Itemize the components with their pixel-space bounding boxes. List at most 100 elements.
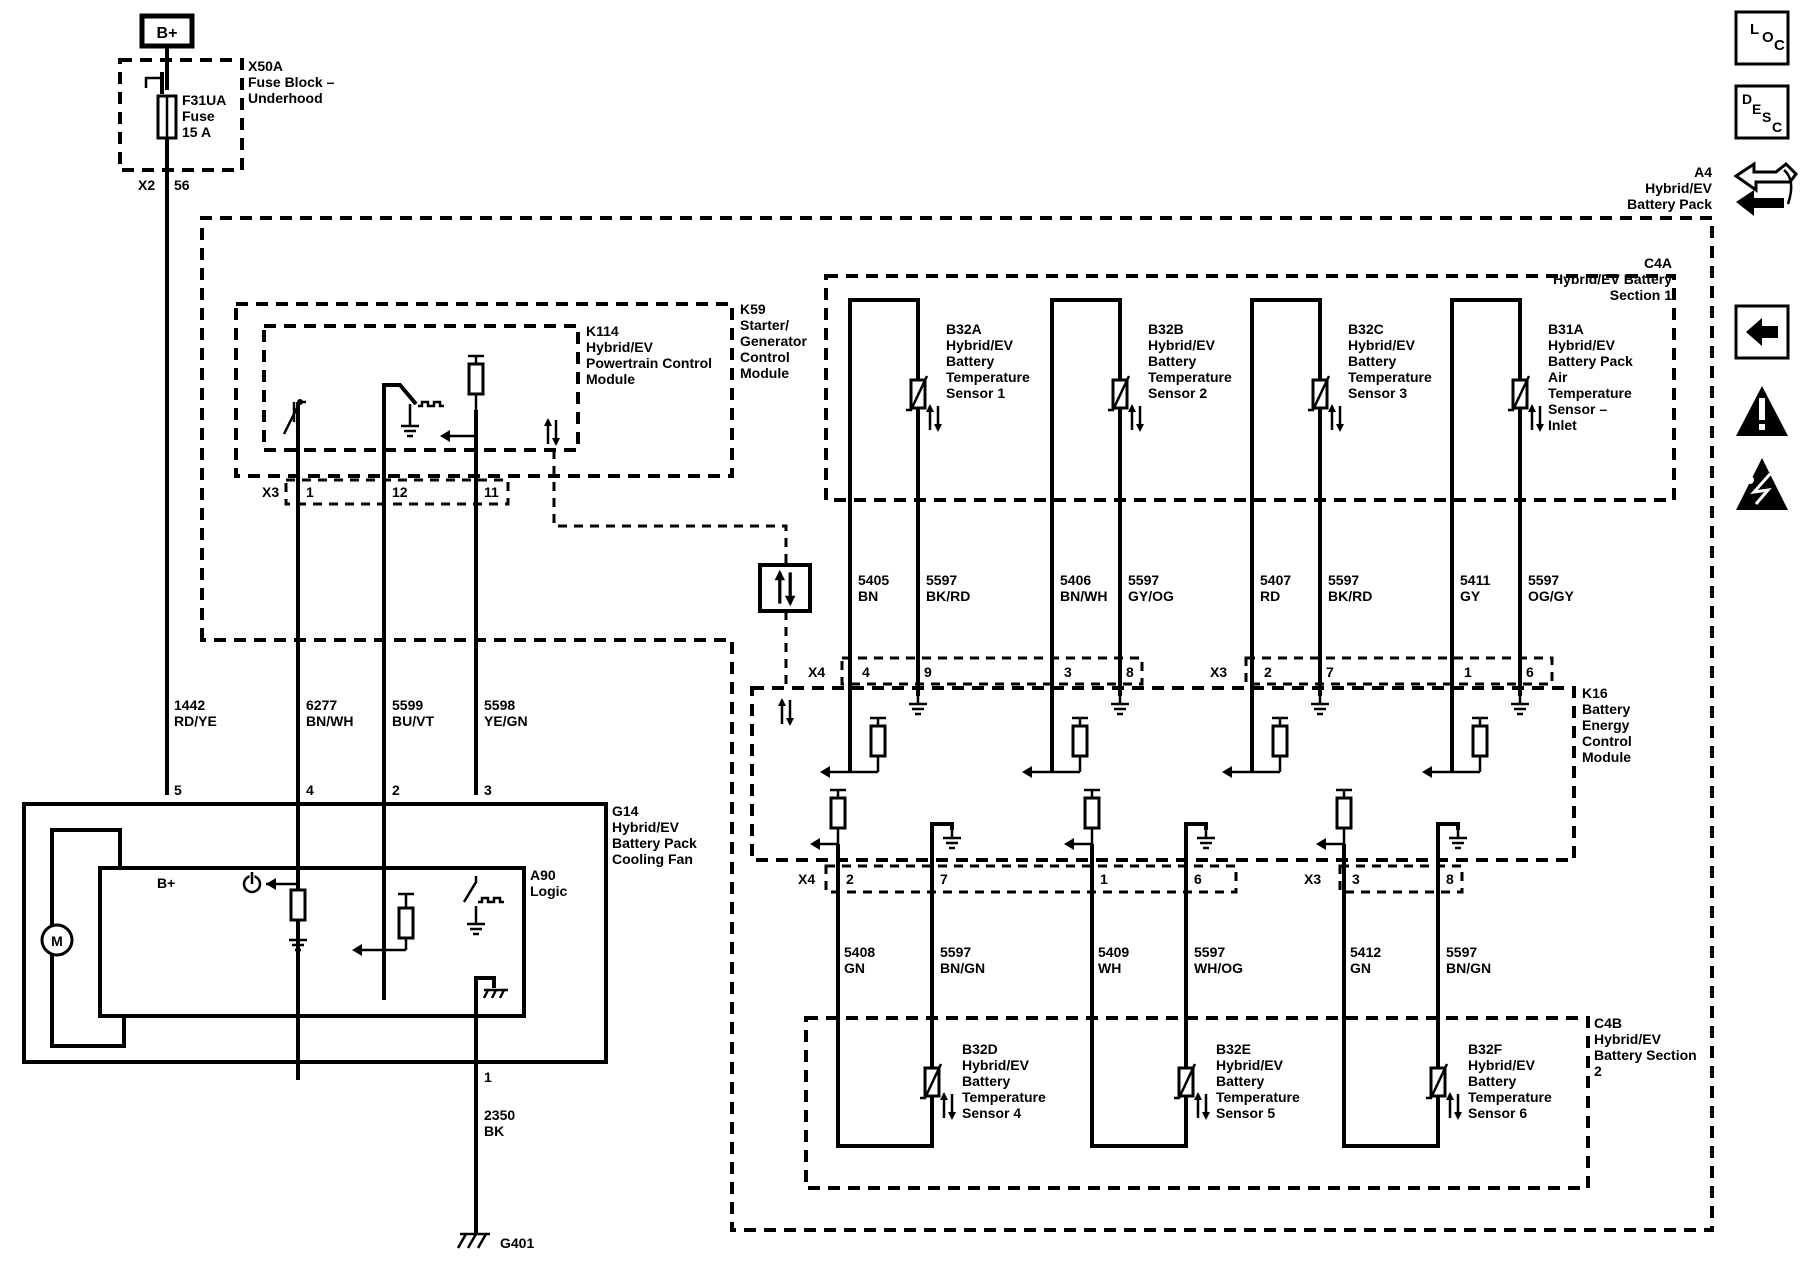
top-sensor-b32c-l1: Hybrid/EV xyxy=(1348,337,1416,353)
wire-5598-circuit: 5598 xyxy=(484,697,515,713)
loc-icon-l: L xyxy=(1750,21,1759,38)
top-wire-ret-color-1: GY/OG xyxy=(1128,588,1174,604)
g14-pin-2: 2 xyxy=(392,782,400,798)
k114-name-3: Module xyxy=(586,371,635,387)
desc-icon[interactable]: D E S C xyxy=(1734,84,1790,140)
wire-5599-circuit: 5599 xyxy=(392,697,423,713)
fuse-block-name-1: Fuse Block – xyxy=(248,74,335,90)
k16-id: K16 xyxy=(1582,685,1608,701)
g14-pin-1: 1 xyxy=(484,1069,492,1085)
fuse-block-name-2: Underhood xyxy=(248,90,323,106)
hybrid-battery-pack-outline xyxy=(200,216,1714,1232)
k114-id: K114 xyxy=(586,323,619,339)
bottom-sensor-b32e-l2: Battery xyxy=(1216,1073,1264,1089)
k114-powertrain-control-module xyxy=(262,324,580,452)
back-arrow-icon[interactable] xyxy=(1734,304,1790,360)
k16-name-4: Module xyxy=(1582,749,1631,765)
k59-id: K59 xyxy=(740,301,766,317)
electrical-hazard-icon[interactable] xyxy=(1736,458,1788,510)
fuse-label: Fuse xyxy=(182,108,215,124)
section1-name-1: Hybrid/EV Battery xyxy=(1553,271,1672,287)
bottom-wire-sig-2: 5412 xyxy=(1350,944,1381,960)
section1-id: C4A xyxy=(1644,255,1672,271)
bottom-sensor-b32d-l1: Hybrid/EV xyxy=(962,1057,1030,1073)
top-sensor-b31a-id: B31A xyxy=(1548,321,1584,337)
bottom-wire-sig-0: 5408 xyxy=(844,944,875,960)
section2-name-1: Hybrid/EV xyxy=(1594,1031,1662,1047)
bottom-wire-conn-0: X4 xyxy=(798,871,815,887)
k114-switch-symbol xyxy=(282,399,306,435)
fuse-connector: X2 xyxy=(138,177,155,193)
a90-name-1: Logic xyxy=(530,883,568,899)
wire-6277-circuit: 6277 xyxy=(306,697,337,713)
top-wire-sig-color-2: RD xyxy=(1260,588,1280,604)
top-wire-pin-ret-0: 9 xyxy=(924,664,932,680)
bottom-sensor-b32f-id: B32F xyxy=(1468,1041,1503,1057)
top-sensor-b32c-id: B32C xyxy=(1348,321,1384,337)
bottom-wire-ret-color-2: BN/GN xyxy=(1446,960,1491,976)
g14-name-2: Battery Pack xyxy=(612,835,697,851)
warning-icon[interactable] xyxy=(1736,386,1788,436)
top-wire-pin-ret-2: 7 xyxy=(1326,664,1334,680)
bottom-wire-ret-1: 5597 xyxy=(1194,944,1225,960)
fuse-block-x50a xyxy=(118,58,244,172)
k16-name-3: Control xyxy=(1582,733,1632,749)
top-sensor-b31a-l2: Battery Pack xyxy=(1548,353,1633,369)
bottom-wire-sig-color-0: GN xyxy=(844,960,865,976)
top-wire-ret-2: 5597 xyxy=(1328,572,1359,588)
bottom-wire-sig-color-2: GN xyxy=(1350,960,1371,976)
top-wire-ret-1: 5597 xyxy=(1128,572,1159,588)
top-wire-conn-2: X3 xyxy=(1210,664,1227,680)
g14-pin-5: 5 xyxy=(174,782,182,798)
top-wire-sig-color-0: BN xyxy=(858,588,878,604)
top-sensor-b32a-l2: Battery xyxy=(946,353,994,369)
bottom-wire-conn-2: X3 xyxy=(1304,871,1321,887)
g14-pin-4: 4 xyxy=(306,782,314,798)
top-wire-sig-3: 5411 xyxy=(1460,572,1491,588)
loc-icon[interactable]: L O C xyxy=(1734,10,1790,66)
k59-starter-generator-module xyxy=(234,302,734,478)
connector-view-icon[interactable] xyxy=(1733,161,1798,216)
serial-data-icon xyxy=(758,563,812,613)
bottom-wire-ret-2: 5597 xyxy=(1446,944,1477,960)
top-wire-ret-0: 5597 xyxy=(926,572,957,588)
ground-wire-circuit: 2350 xyxy=(484,1107,515,1123)
k16-name-2: Energy xyxy=(1582,717,1630,733)
motor-label: M xyxy=(51,933,63,949)
top-sensor-b32a-l3: Temperature xyxy=(946,369,1030,385)
top-wire-sig-0: 5405 xyxy=(858,572,889,588)
bottom-wire-pin-ret-2: 8 xyxy=(1446,871,1454,887)
bottom-wire-pin-ret-0: 7 xyxy=(940,871,948,887)
ground-id: G401 xyxy=(500,1235,534,1251)
motor-symbol: M xyxy=(40,923,74,957)
wire-1442-color: RD/YE xyxy=(174,713,217,729)
battery-positive-terminal: B+ xyxy=(139,13,195,49)
top-sensor-b32a-l1: Hybrid/EV xyxy=(946,337,1014,353)
bottom-wire-pin-sig-1: 1 xyxy=(1100,871,1108,887)
battery-positive-label: B+ xyxy=(157,25,178,42)
top-sensor-b31a-l5: Sensor – xyxy=(1548,401,1607,417)
loc-icon-c: C xyxy=(1774,37,1785,54)
section2-name-3: 2 xyxy=(1594,1063,1602,1079)
top-sensor-b32b-l3: Temperature xyxy=(1148,369,1232,385)
bottom-sensor-b32f-l1: Hybrid/EV xyxy=(1468,1057,1536,1073)
bottom-sensor-b32e-l3: Temperature xyxy=(1216,1089,1300,1105)
top-wire-conn-0: X4 xyxy=(808,664,825,680)
top-wire-sig-2: 5407 xyxy=(1260,572,1291,588)
top-sensor-b32a-l4: Sensor 1 xyxy=(946,385,1005,401)
k114-pin-11: 11 xyxy=(484,484,499,500)
bottom-wire-pin-ret-1: 6 xyxy=(1194,871,1202,887)
top-wire-ret-3: 5597 xyxy=(1528,572,1559,588)
top-sensor-b31a-l6: Inlet xyxy=(1548,417,1577,433)
hybrid-pack-name-2: Battery Pack xyxy=(1627,196,1712,212)
bottom-wire-ret-color-1: WH/OG xyxy=(1194,960,1243,976)
bottom-sensor-b32d-l4: Sensor 4 xyxy=(962,1105,1021,1121)
bottom-sensor-b32e-l1: Hybrid/EV xyxy=(1216,1057,1284,1073)
g14-cooling-fan xyxy=(22,802,608,1064)
